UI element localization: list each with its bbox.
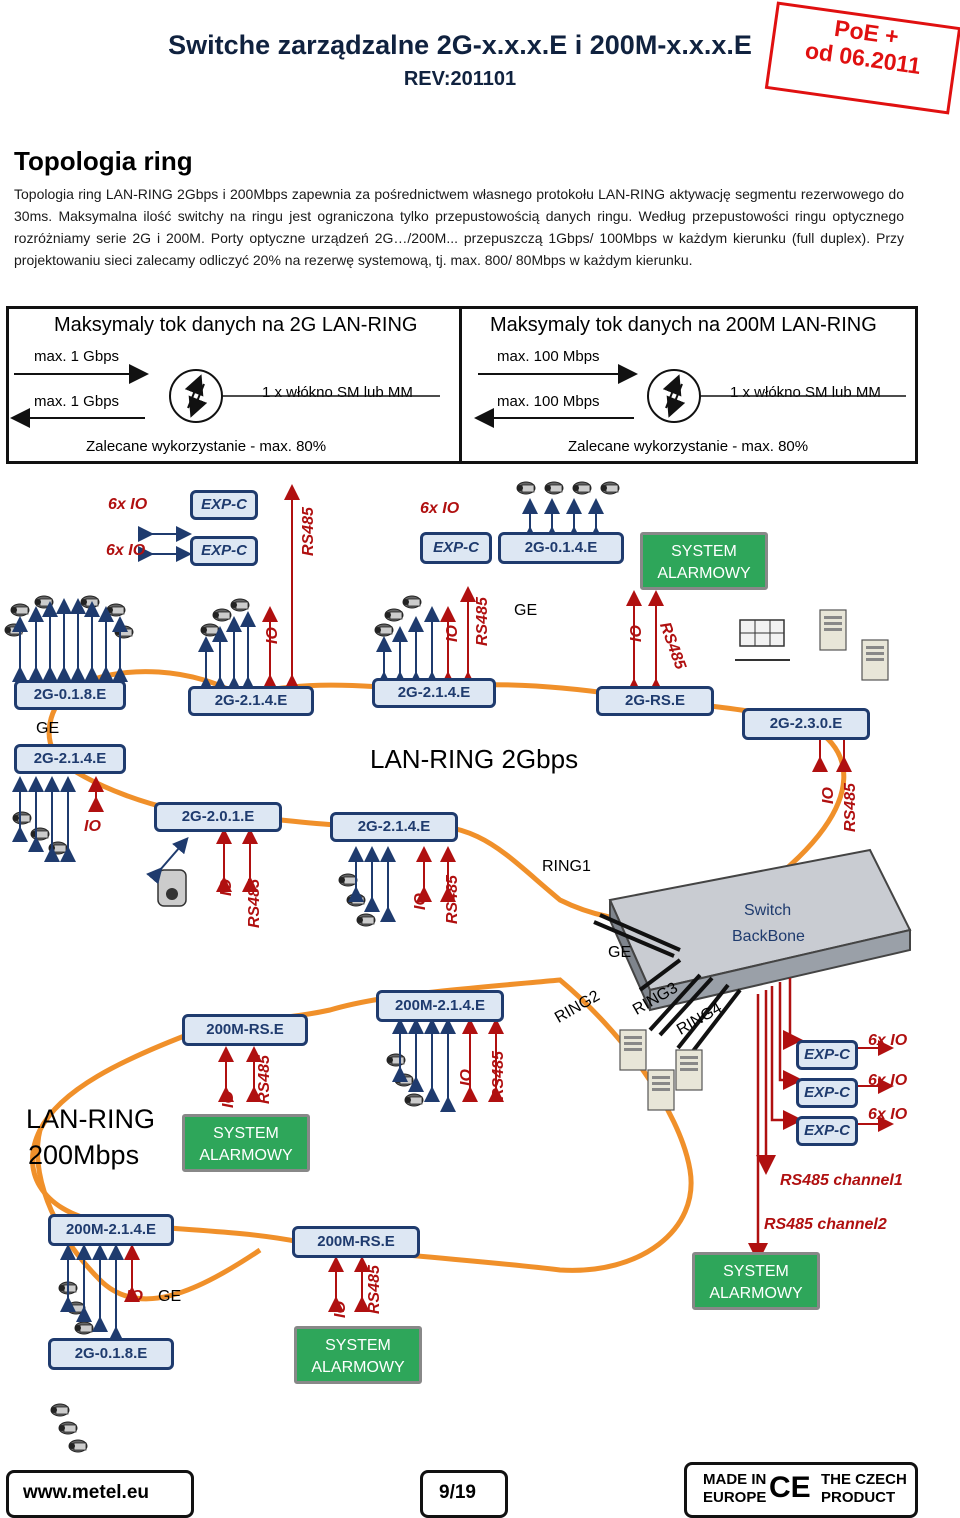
io6-label-2: 6x IO <box>106 542 146 559</box>
backbone-label-2: BackBone <box>732 928 805 945</box>
throughput-left-upper: max. 1 Gbps <box>34 348 120 365</box>
network-diagram <box>4 481 912 1453</box>
throughput-left-lower: max. 1 Gbps <box>34 393 120 410</box>
io-label-1: IO <box>264 627 281 644</box>
exp-c-5: EXP-C <box>796 1078 858 1108</box>
rs485-channel1-label: RS485 channel1 <box>780 1172 903 1189</box>
fiber-icon-left <box>169 369 223 423</box>
page-number: 9/19 <box>439 1482 476 1503</box>
io6-label-6: 6x IO <box>868 1106 908 1123</box>
io-label-3: IO <box>628 625 645 642</box>
ge-label-1: GE <box>514 602 538 619</box>
switch-2g-214e-b: 2G-2.1.4.E <box>372 678 496 708</box>
ring-2g-label: LAN-RING 2Gbps <box>370 744 579 774</box>
io6-label-5: 6x IO <box>868 1072 908 1089</box>
io6-label-4: 6x IO <box>868 1032 908 1049</box>
switch-200m-214e-b: 200M-2.1.4.E <box>48 1214 174 1246</box>
rs485-label-4: RS485 <box>842 783 859 832</box>
throughput-right-upper: max. 100 Mbps <box>497 348 600 365</box>
dome-camera-icon <box>157 869 187 907</box>
switch-2g-018e-bottom: 2G-0.1.8.E <box>48 1338 174 1370</box>
section-heading: Topologia ring <box>14 146 193 176</box>
throughput-left-note: Zalecane wykorzystanie - max. 80% <box>86 438 327 455</box>
rs485-label-1: RS485 <box>300 507 317 556</box>
io-label-9: IO <box>458 1069 475 1086</box>
poe-stamp: PoE + od 06.2011 <box>764 1 960 115</box>
io6-label-3: 6x IO <box>420 500 460 517</box>
throughput-panel <box>6 306 918 464</box>
backbone-switch-icon <box>608 848 912 1012</box>
ge-label-3: GE <box>608 944 632 961</box>
io-label-2: IO <box>444 625 461 642</box>
rs485-label-2: RS485 <box>474 597 491 646</box>
exp-c-1: EXP-C <box>190 490 258 520</box>
throughput-left-title: Maksymaly tok danych na 2G LAN-RING <box>54 314 418 336</box>
io-label-8: IO <box>220 1091 237 1108</box>
monitoring-desk-icon <box>735 619 790 661</box>
switch-2g-214e-c: 2G-2.1.4.E <box>330 812 458 842</box>
exp-c-6: EXP-C <box>796 1116 858 1146</box>
throughput-right-lower: max. 100 Mbps <box>497 393 600 410</box>
switch-2g-214e-a: 2G-2.1.4.E <box>188 686 314 716</box>
ce-mark-icon: CE <box>769 1471 811 1504</box>
io-label-10: IO <box>126 1288 143 1305</box>
rs485-label-7: RS485 <box>256 1055 273 1104</box>
section-text: Topologia ring LAN-RING 2Gbps i 200Mbps … <box>14 186 904 268</box>
io-label-7: IO <box>412 893 429 910</box>
throughput-right-note: Zalecane wykorzystanie - max. 80% <box>568 438 809 455</box>
made-in-europe-label: MADE IN EUROPE <box>703 1471 767 1506</box>
fiber-icon-right <box>647 369 701 423</box>
exp-c-4: EXP-C <box>796 1040 858 1070</box>
switch-2g-201e: 2G-2.0.1.E <box>154 802 282 832</box>
revision-label: REV:201101 <box>403 68 517 90</box>
switch-200m-rse-a: 200M-RS.E <box>182 1014 308 1046</box>
rs485-label-8: RS485 <box>490 1051 507 1100</box>
ring-200m-label-2: 200Mbps <box>28 1140 140 1170</box>
io-label-5: IO <box>84 818 101 835</box>
ge-label-2: GE <box>36 720 60 737</box>
footer-page-box: 9/19 <box>420 1470 508 1518</box>
document-title: Switche zarządzalne 2G-x.x.x.E i 200M-x.… <box>168 30 752 60</box>
switch-200m-rse-b: 200M-RS.E <box>292 1226 420 1258</box>
io-label-4: IO <box>820 787 837 804</box>
io6-label-1: 6x IO <box>108 496 148 513</box>
switch-2g-230e: 2G-2.3.0.E <box>742 708 870 740</box>
ring-200m-label-1: LAN-RING <box>26 1104 156 1134</box>
rs485-label-5: RS485 <box>246 879 263 928</box>
ge-label-4: GE <box>158 1288 182 1305</box>
czech-product-label: THE CZECH PRODUCT <box>821 1471 907 1506</box>
footer-badge: MADE IN EUROPE CE THE CZECH PRODUCT <box>684 1462 918 1518</box>
ring1-label: RING1 <box>542 858 591 875</box>
switch-2g-014e: 2G-0.1.4.E <box>498 532 624 564</box>
exp-c-3: EXP-C <box>420 532 492 564</box>
switch-2g-018e-top: 2G-0.1.8.E <box>14 680 126 710</box>
switch-2g-214e-left: 2G-2.1.4.E <box>14 744 126 774</box>
rs485-label-9: RS485 <box>366 1265 383 1314</box>
throughput-arrows <box>10 364 906 428</box>
switch-2g-rse: 2G-RS.E <box>596 686 714 716</box>
throughput-right-title: Maksymaly tok danych na 200M LAN-RING <box>490 314 877 336</box>
switch-200m-214e-a: 200M-2.1.4.E <box>376 990 504 1022</box>
exp-c-2: EXP-C <box>190 536 258 566</box>
rs485-label-6: RS485 <box>444 875 461 924</box>
io-label-6: IO <box>218 879 235 896</box>
rs485-channel2-label: RS485 channel2 <box>764 1216 887 1233</box>
footer-url-box: www.metel.eu <box>6 1470 194 1518</box>
backbone-label-1: Switch <box>744 902 792 919</box>
panel-divider <box>459 306 462 464</box>
footer-url[interactable]: www.metel.eu <box>23 1482 149 1503</box>
io-label-11: IO <box>332 1301 349 1318</box>
